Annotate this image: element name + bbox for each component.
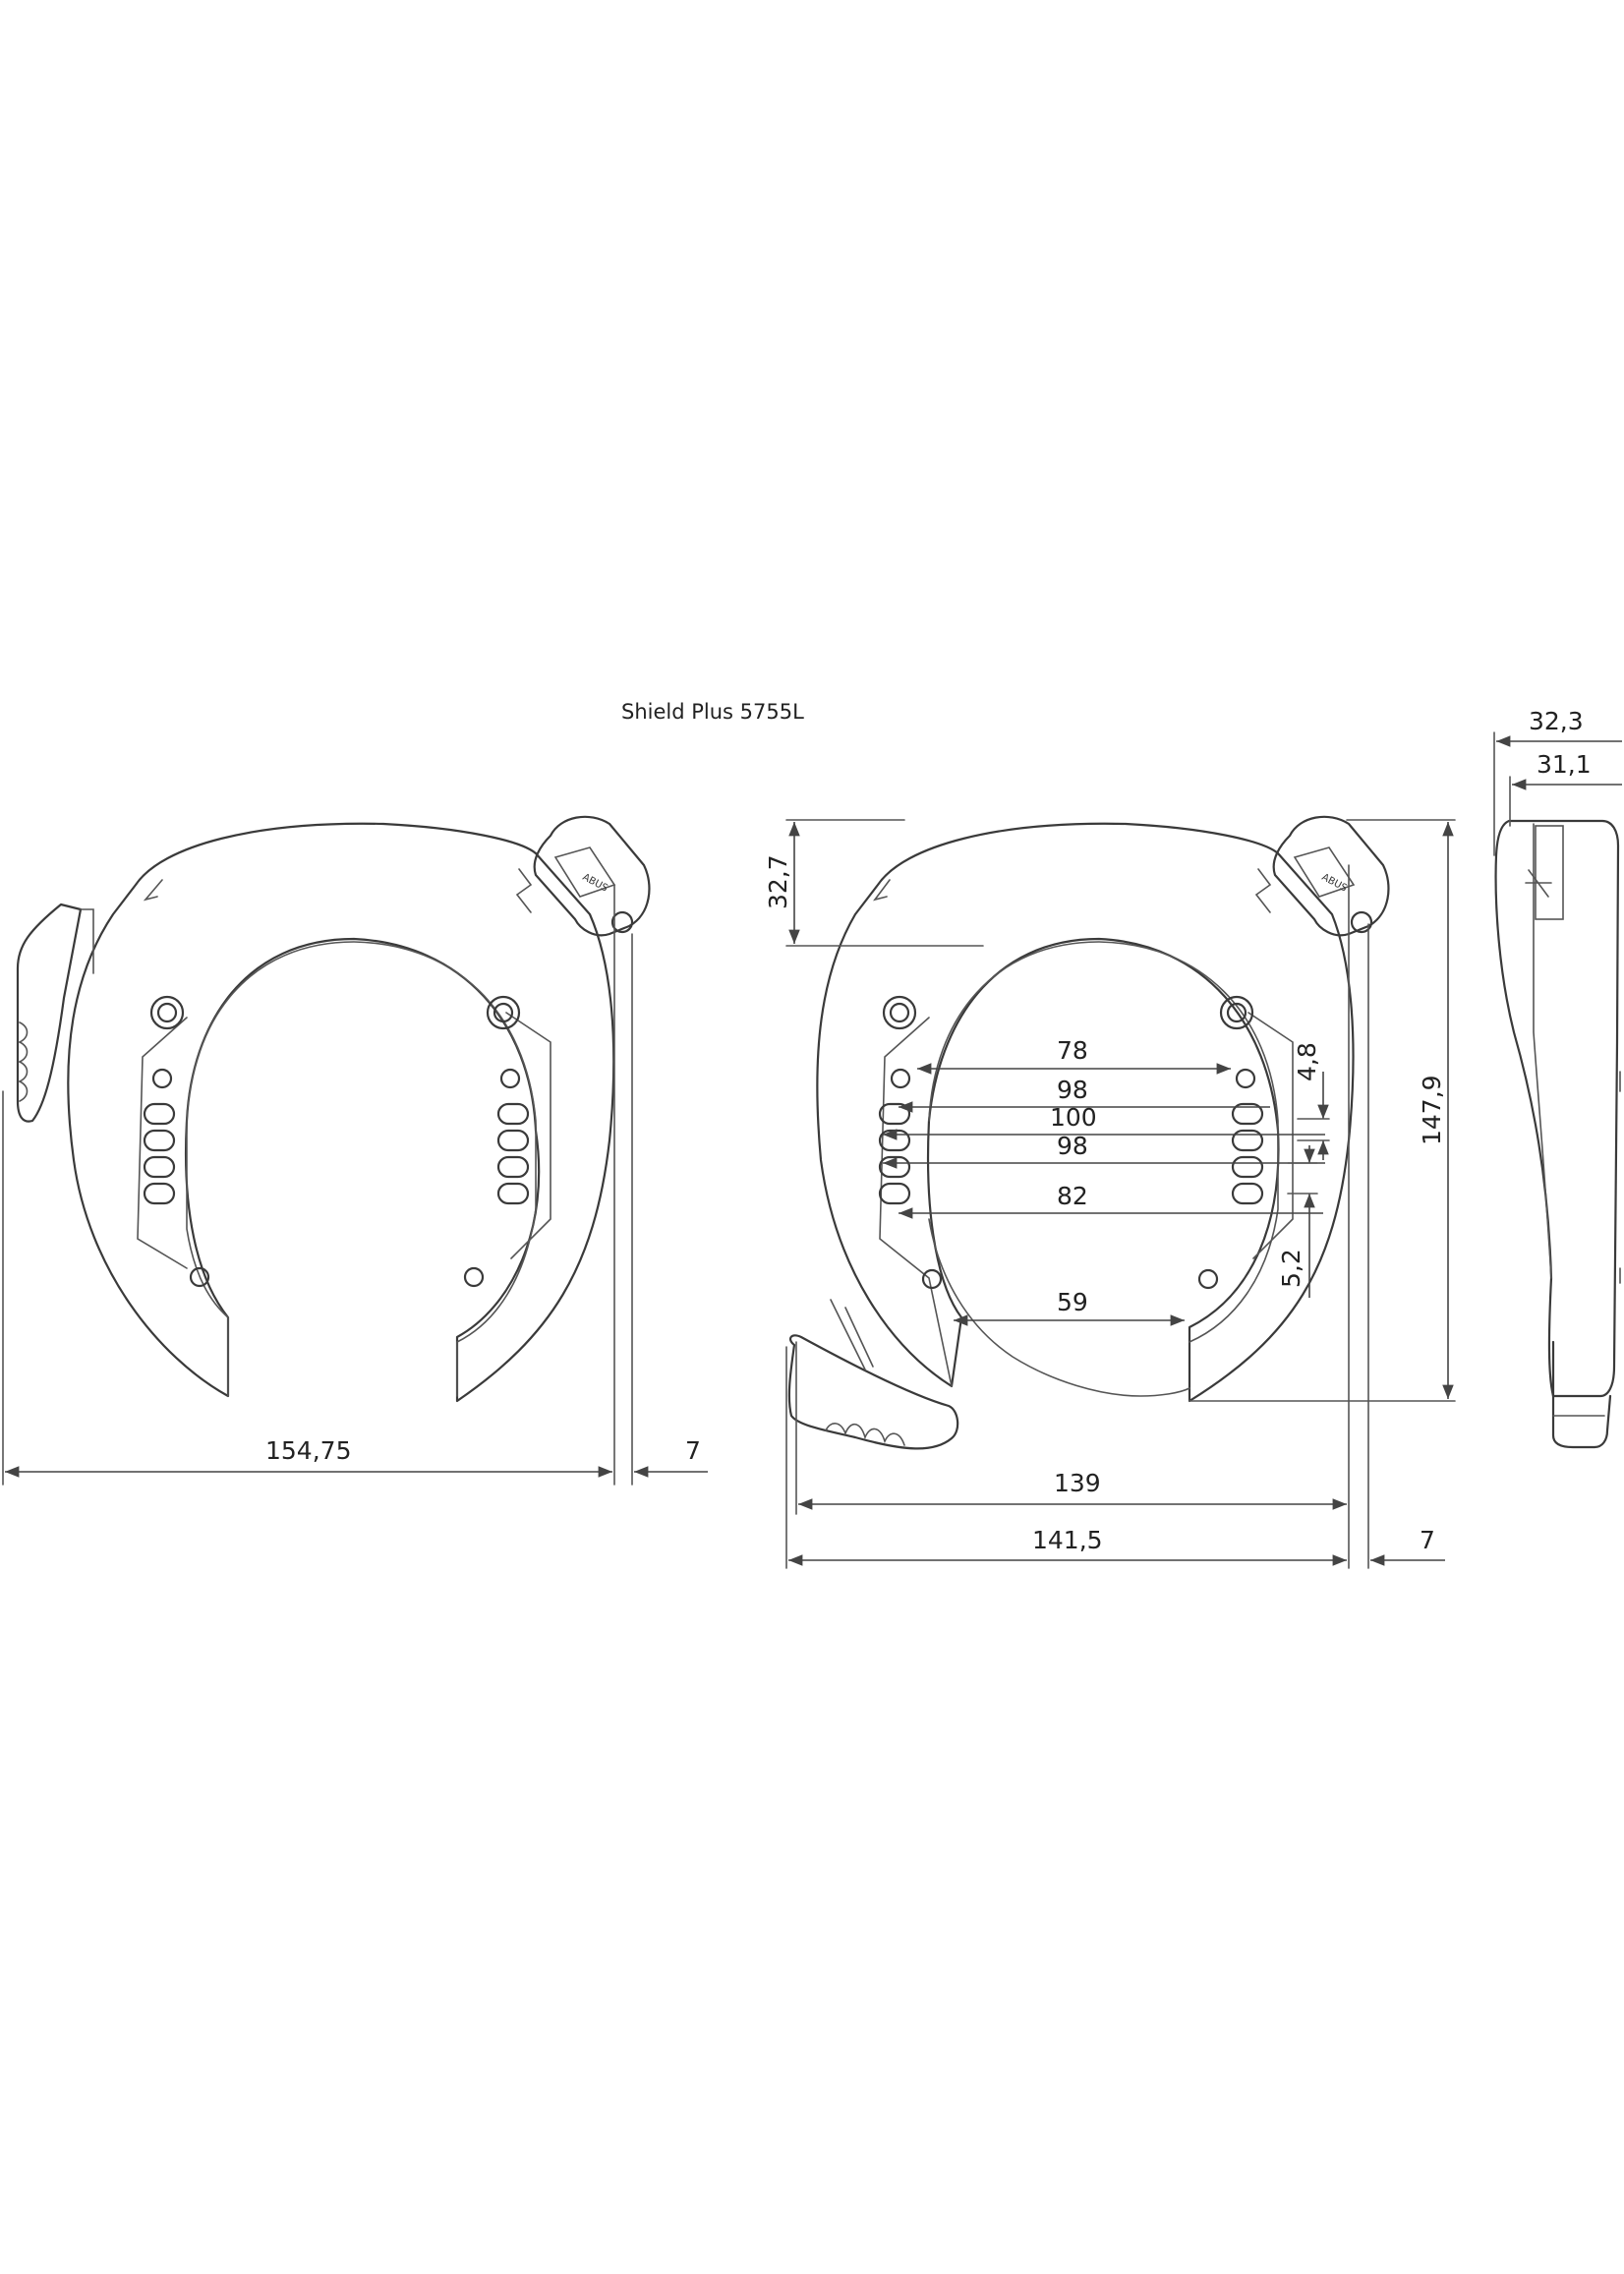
front-slot-icon — [1231, 1129, 1264, 1152]
dim-label-32-3: 32,3 — [1529, 707, 1584, 735]
left-key-hole-icon — [610, 910, 634, 934]
front-right-rivet-inner-icon — [1226, 1002, 1247, 1023]
front-head-detail — [1254, 868, 1272, 913]
front-slot-icon — [1231, 1155, 1264, 1179]
dim-label-98a: 98 — [1057, 1076, 1088, 1104]
front-hole-icon — [1235, 1068, 1256, 1089]
dim-label-139: 139 — [1054, 1469, 1101, 1497]
left-slot-icon — [496, 1102, 530, 1126]
front-inner-plate-left — [879, 1017, 953, 1387]
left-cylinder-head — [533, 815, 651, 937]
front-key-hole-icon — [1350, 910, 1373, 934]
dim-label-59: 59 — [1057, 1288, 1088, 1316]
right-rivet-inner-icon — [493, 1002, 514, 1023]
left-slot-icon — [143, 1182, 176, 1205]
dim-label-154-75: 154,75 — [265, 1436, 351, 1465]
left-rivet-icon — [149, 995, 185, 1030]
left-lock-inner-ring-left — [186, 1120, 229, 1397]
dim-label-31-1: 31,1 — [1537, 750, 1592, 779]
left-inner-plate-left — [137, 1017, 188, 1269]
left-hole-icon — [499, 1068, 521, 1089]
front-top-detail — [873, 879, 891, 902]
left-lever-hinge — [80, 908, 94, 974]
left-dimensions: 154,75 7 — [4, 1436, 708, 1478]
front-slot-icon — [878, 1102, 911, 1126]
left-slot-icon — [143, 1102, 176, 1126]
side-lock-body — [1494, 819, 1620, 1398]
dim-label-141-5: 141,5 — [1032, 1526, 1103, 1554]
dim-label-147-9: 147,9 — [1418, 1075, 1446, 1145]
drawing-title: Shield Plus 5755L — [621, 700, 804, 724]
side-dimensions: 32,3 31,1 — [1496, 707, 1622, 790]
side-key-detail — [1525, 869, 1552, 898]
left-top-detail — [143, 879, 163, 902]
dim-label-4-8: 4,8 — [1293, 1042, 1321, 1081]
front-slot-icon — [1231, 1182, 1264, 1205]
left-hole-icon — [151, 1068, 173, 1089]
front-dimensions: 32,7 147,9 78 98 100 98 82 59 4,8 5,2 13… — [764, 822, 1454, 1566]
side-inner-line — [1533, 823, 1552, 1279]
left-rivet-inner-icon — [156, 1002, 178, 1023]
lock-left-view: ABUS — [2, 815, 651, 1486]
left-release-lever — [16, 903, 83, 1123]
left-slot-icon — [143, 1129, 176, 1152]
side-bolt — [1551, 1340, 1612, 1449]
left-hole-icon — [463, 1266, 485, 1288]
left-head-detail — [515, 868, 533, 913]
left-lever-grip — [18, 1021, 29, 1102]
front-lever-grip — [825, 1423, 905, 1446]
front-slot-icon — [878, 1155, 911, 1179]
front-hole-icon — [921, 1268, 943, 1290]
lock-side-view — [1493, 731, 1621, 1449]
dim-label-7-left: 7 — [685, 1436, 701, 1465]
dim-label-7-front: 7 — [1420, 1526, 1435, 1554]
dim-label-82: 82 — [1057, 1182, 1088, 1210]
left-inner-plate-right — [505, 1012, 551, 1259]
left-slot-icon — [496, 1182, 530, 1205]
front-left-rivet-icon — [882, 995, 917, 1030]
front-lock-inner-ring — [928, 941, 1279, 1343]
left-slot-icon — [143, 1155, 176, 1179]
front-lever-hinge — [830, 1299, 874, 1370]
side-cylinder — [1535, 825, 1564, 920]
lock-front-view: ABUS — [785, 815, 1456, 1569]
front-left-rivet-inner-icon — [889, 1002, 910, 1023]
left-hole-icon — [189, 1266, 210, 1288]
front-hole-icon — [1197, 1268, 1219, 1290]
dim-label-78: 78 — [1057, 1036, 1088, 1065]
front-lock-inner-bottom — [928, 1218, 1190, 1397]
left-slot-icon — [496, 1129, 530, 1152]
dim-label-98b: 98 — [1057, 1132, 1088, 1160]
front-slot-icon — [878, 1129, 911, 1152]
front-lock-outer-body — [816, 822, 1355, 1403]
front-release-lever — [787, 1334, 959, 1450]
right-rivet-icon — [486, 995, 521, 1030]
front-slot-icon — [1231, 1102, 1264, 1126]
front-right-rivet-icon — [1219, 995, 1254, 1030]
front-abus-plate — [1293, 846, 1356, 898]
left-lock-outer-body — [67, 822, 615, 1403]
front-hole-icon — [890, 1068, 911, 1089]
front-inner-plate-right — [1247, 1012, 1294, 1259]
dim-label-32-7: 32,7 — [764, 854, 792, 909]
dim-label-100: 100 — [1050, 1103, 1097, 1132]
left-lock-inner-ring — [186, 941, 537, 1397]
front-slot-icon — [878, 1182, 911, 1205]
dim-label-5-2: 5,2 — [1277, 1249, 1305, 1288]
left-slot-icon — [496, 1155, 530, 1179]
